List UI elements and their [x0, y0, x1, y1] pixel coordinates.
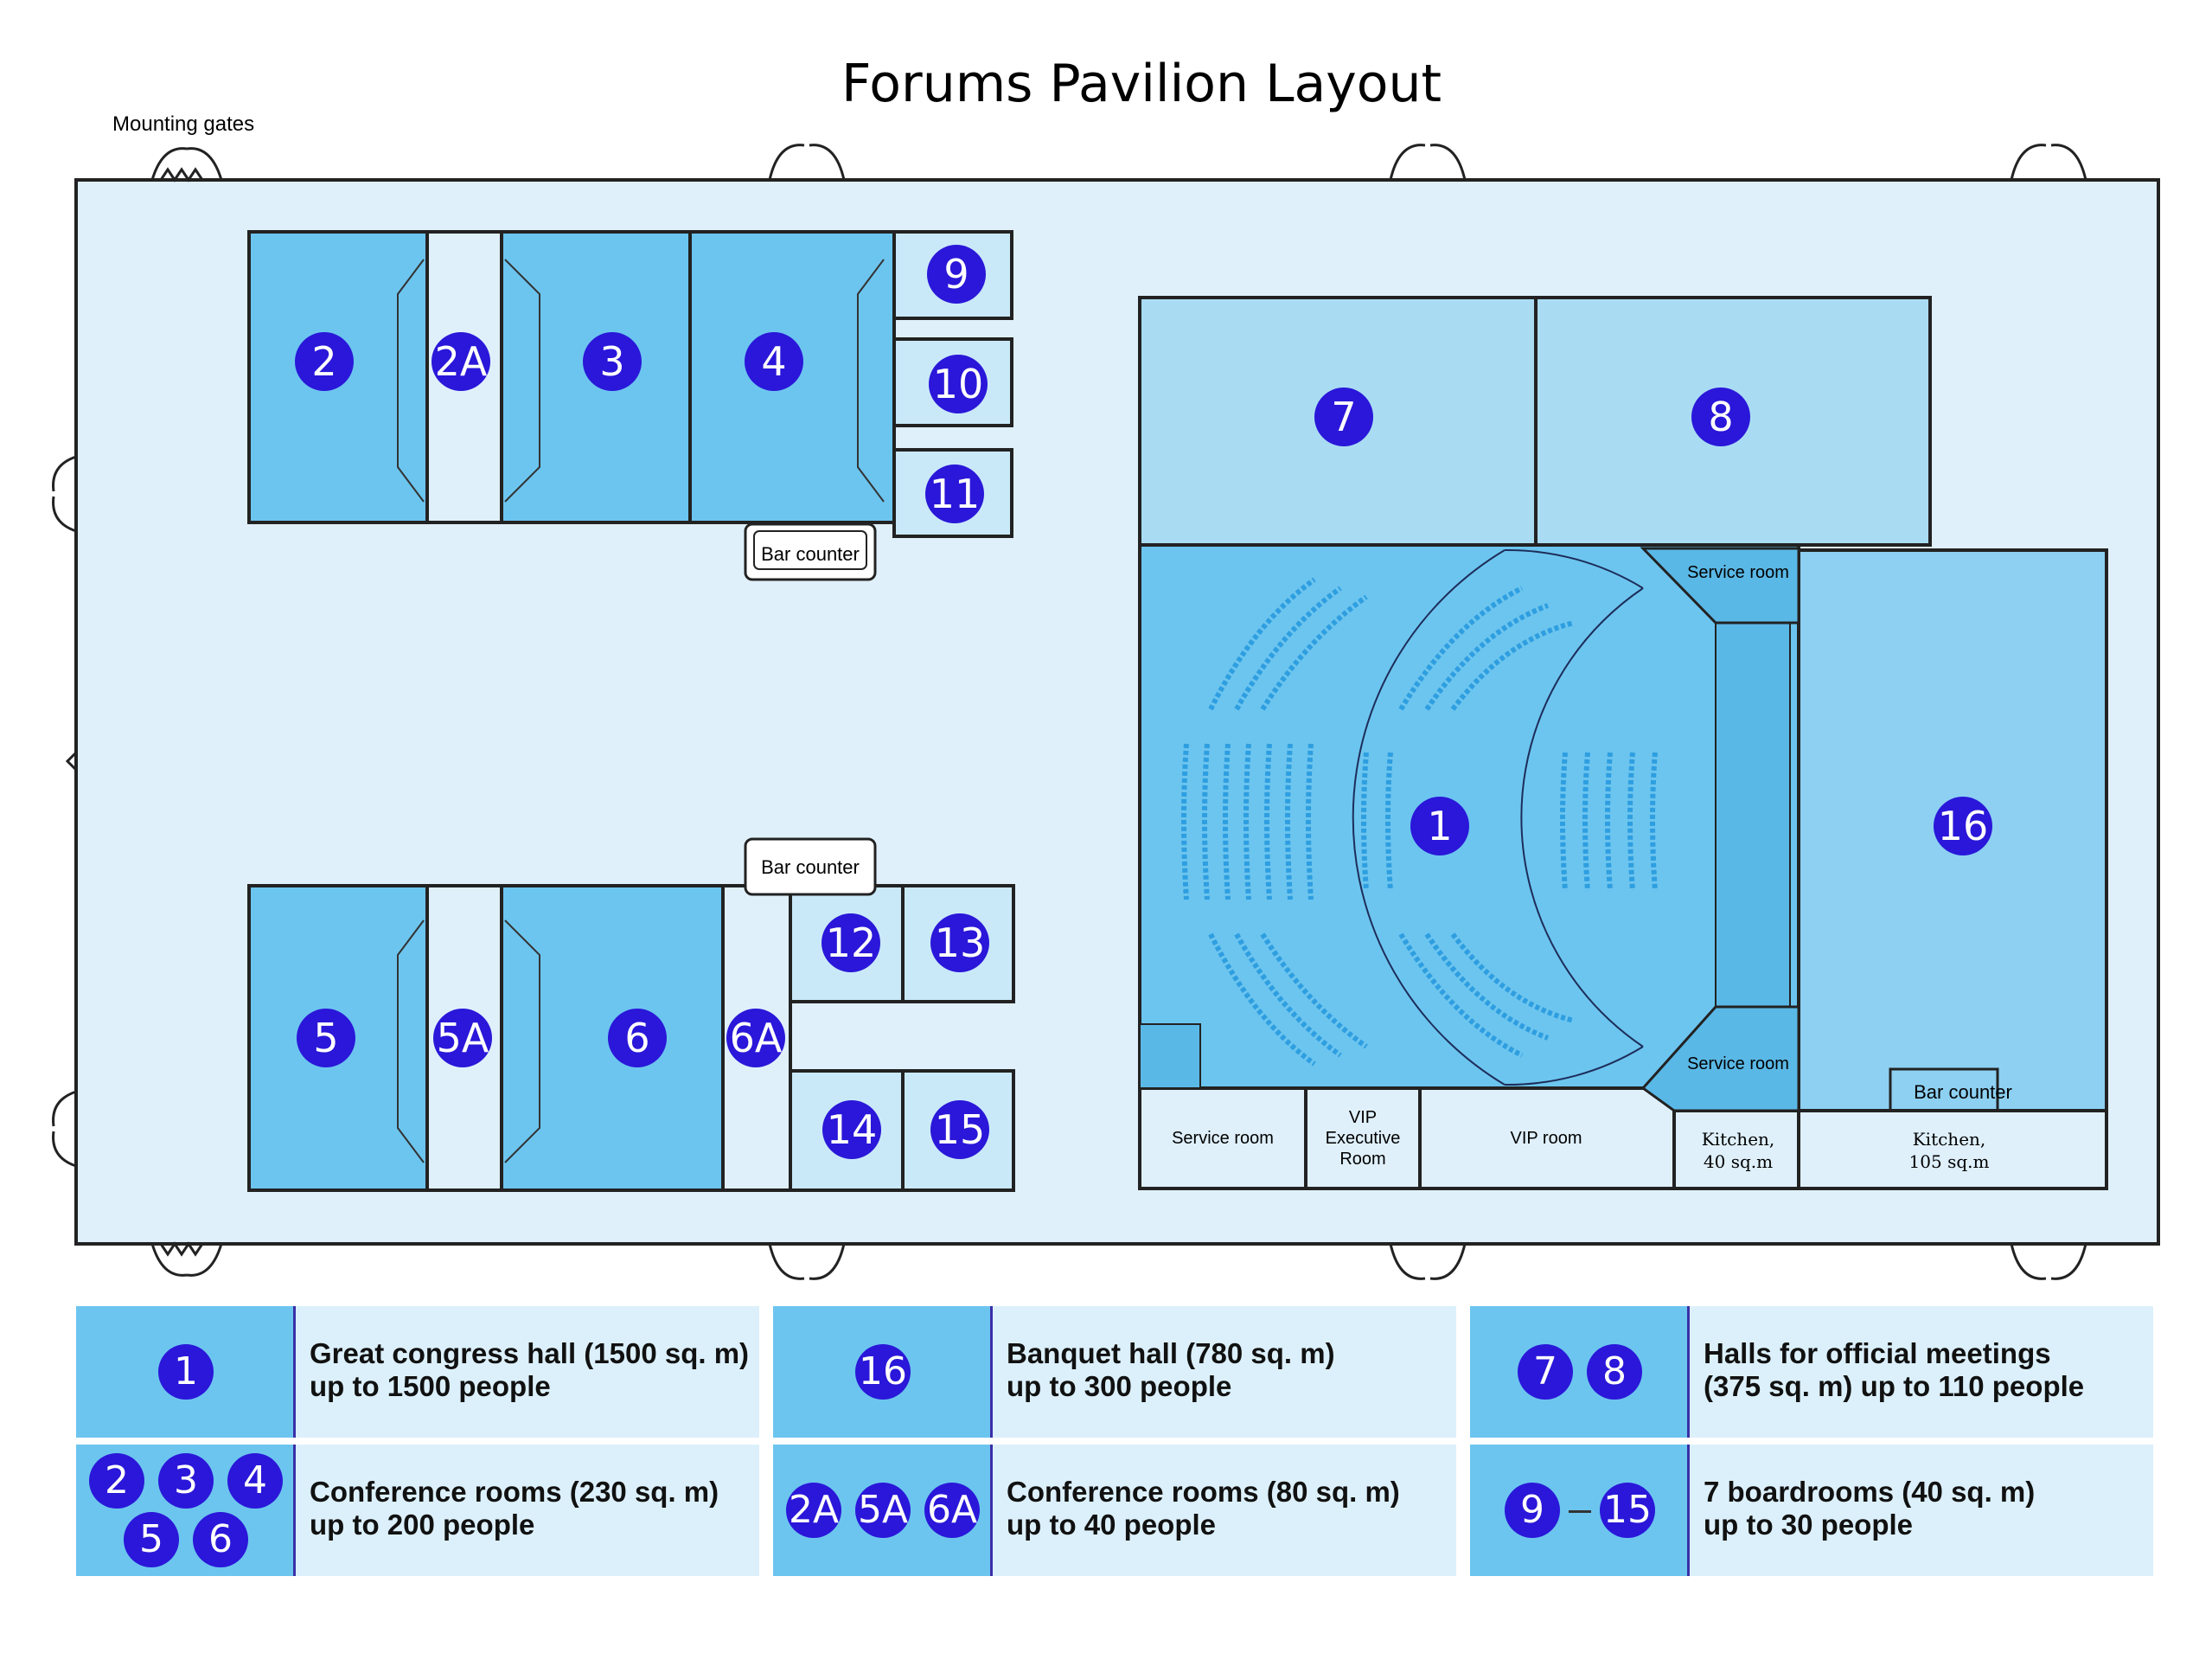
legend: 1 Great congress hall (1500 sq. m) up to…: [76, 1306, 2155, 1579]
legend-badge: 3: [158, 1453, 214, 1509]
room-5-number: 5: [313, 1015, 338, 1061]
legend-text: Great congress hall (1500 sq. m) up to 1…: [296, 1306, 759, 1438]
legend-badges: 2 3 4 5 6: [76, 1445, 296, 1576]
kitchen-small-label: 40 sq.m: [1704, 1151, 1773, 1172]
legend-line: up to 40 people: [1007, 1509, 1217, 1541]
legend-line: Great congress hall (1500 sq. m): [310, 1337, 750, 1369]
legend-banquet-hall: 16 Banquet hall (780 sq. m) up to 300 pe…: [773, 1306, 1456, 1438]
vip-exec-room-label: Executive: [1326, 1129, 1401, 1148]
room-2-number: 2: [311, 338, 336, 385]
legend-line: Conference rooms (230 sq. m): [310, 1476, 719, 1508]
legend-badge: 2: [89, 1453, 144, 1509]
room-10-number: 10: [933, 361, 984, 407]
legend-badge: 8: [1587, 1344, 1642, 1400]
room-3-number: 3: [599, 338, 624, 385]
bar-counter-label: Bar counter: [761, 543, 860, 565]
legend-badge: 7: [1518, 1344, 1573, 1400]
legend-text: 7 boardrooms (40 sq. m) up to 30 people: [1690, 1445, 2153, 1576]
room-16-number: 16: [1938, 803, 1989, 849]
room-7-number: 7: [1331, 394, 1356, 440]
legend-text: Conference rooms (80 sq. m) up to 40 peo…: [993, 1445, 1456, 1576]
bar-counter-bottom: Bar counter: [744, 837, 877, 896]
legend-badges: 16: [773, 1306, 993, 1438]
legend-badge: 4: [227, 1453, 283, 1509]
legend-line: up to 300 people: [1007, 1370, 1232, 1402]
legend-line: Banquet hall (780 sq. m): [1007, 1337, 1335, 1369]
legend-badge: 5A: [855, 1483, 911, 1538]
legend-badge: 6A: [924, 1483, 980, 1538]
bar-counter-banquet: Bar counter: [1889, 1067, 2012, 1111]
seating-rows: [1181, 577, 1658, 1067]
bar-counter-top: Bar counter: [744, 522, 877, 581]
legend-badge: 1: [158, 1344, 214, 1400]
legend-line: up to 30 people: [1704, 1509, 1914, 1541]
legend-line: 7 boardrooms (40 sq. m): [1704, 1476, 2036, 1508]
legend-line: (375 sq. m) up to 110 people: [1704, 1370, 2085, 1402]
room-2a-number: 2A: [435, 338, 488, 385]
legend-badges: 2A 5A 6A: [773, 1445, 993, 1576]
service-room-label: Service room: [1172, 1129, 1274, 1148]
room-13-number: 13: [935, 919, 986, 966]
legend-badges: 1: [76, 1306, 296, 1438]
room-1-number: 1: [1427, 803, 1452, 849]
legend-boardrooms: 9 15 7 boardrooms (40 sq. m) up to 30 pe…: [1470, 1445, 2153, 1576]
room-6a-number: 6A: [730, 1015, 783, 1061]
kitchen-large-label: 105 sq.m: [1909, 1151, 1990, 1172]
bar-counter-label: Bar counter: [761, 856, 860, 878]
mounting-gates-label: Mounting gates: [112, 112, 255, 136]
legend-line: Conference rooms (80 sq. m): [1007, 1476, 1400, 1508]
service-room-label: Service room: [1687, 1054, 1789, 1073]
legend-conference-230: 2 3 4 5 6 Conference rooms (230 sq. m) u…: [76, 1445, 759, 1576]
room-15-number: 15: [935, 1106, 986, 1153]
legend-text: Conference rooms (230 sq. m) up to 200 p…: [296, 1445, 759, 1576]
legend-congress-hall: 1 Great congress hall (1500 sq. m) up to…: [76, 1306, 759, 1438]
vip-room-label: VIP room: [1511, 1129, 1582, 1148]
block-top-left: [247, 230, 1013, 538]
legend-badges: 7 8: [1470, 1306, 1690, 1438]
legend-text: Banquet hall (780 sq. m) up to 300 peopl…: [993, 1306, 1456, 1438]
room-9-number: 9: [943, 251, 969, 298]
legend-badge: 16: [855, 1344, 911, 1400]
range-dash: [1569, 1510, 1591, 1513]
legend-official-halls: 7 8 Halls for official meetings (375 sq.…: [1470, 1306, 2153, 1438]
room-11-number: 11: [930, 471, 981, 517]
legend-badges: 9 15: [1470, 1445, 1690, 1576]
legend-badge: 5: [124, 1512, 179, 1567]
service-room-wedges: [1640, 547, 1800, 1112]
legend-conference-80: 2A 5A 6A Conference rooms (80 sq. m) up …: [773, 1445, 1456, 1576]
kitchen-small-label: Kitchen,: [1702, 1129, 1775, 1150]
legend-text: Halls for official meetings (375 sq. m) …: [1690, 1306, 2153, 1438]
room-6-number: 6: [624, 1015, 649, 1061]
partition-lines: [397, 259, 885, 503]
page-title: Forums Pavilion Layout: [841, 54, 1442, 114]
gate-icon: [52, 144, 2087, 1280]
legend-line: Halls for official meetings: [1704, 1337, 2051, 1369]
room-5a-number: 5A: [437, 1015, 489, 1061]
service-room-label: Service room: [1687, 563, 1789, 582]
legend-badge: 15: [1600, 1483, 1655, 1538]
room-14-number: 14: [827, 1106, 878, 1153]
room-4-number: 4: [761, 338, 786, 385]
floor-plan: Bar counter Bar counter: [52, 144, 2160, 1280]
kitchen-large-label: Kitchen,: [1913, 1129, 1986, 1150]
legend-badge: 2A: [786, 1483, 841, 1538]
room-8-number: 8: [1708, 394, 1733, 440]
block-right: [1138, 296, 2108, 1190]
legend-badge: 6: [193, 1512, 248, 1567]
vip-exec-room-label: Room: [1339, 1150, 1385, 1169]
room-badges: [295, 245, 1992, 1159]
legend-line: up to 200 people: [310, 1509, 535, 1541]
hall-arcs: [1352, 548, 1644, 1086]
vip-exec-room-label: VIP: [1349, 1108, 1377, 1127]
bar-counter-label: Bar counter: [1914, 1081, 2012, 1103]
legend-badge: 9: [1505, 1483, 1560, 1538]
legend-line: up to 1500 people: [310, 1370, 551, 1402]
room-12-number: 12: [826, 919, 877, 966]
